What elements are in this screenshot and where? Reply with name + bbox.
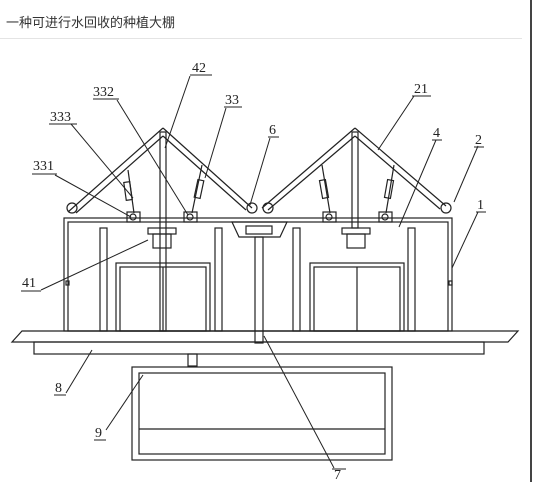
- label-33: 33: [225, 93, 239, 108]
- title-bar: 一种可进行水回收的种植大棚: [0, 0, 522, 39]
- label-21: 21: [414, 82, 428, 97]
- hinge-rings: [66, 202, 452, 214]
- label-2: 2: [475, 133, 482, 148]
- collecting-trough: [231, 221, 288, 238]
- mounting-seats: [126, 211, 393, 223]
- label-42: 42: [192, 61, 206, 76]
- label-4: 4: [433, 126, 440, 141]
- roof-right: [261, 127, 447, 211]
- door-right: [309, 262, 405, 332]
- hydraulic-rods: [123, 164, 395, 214]
- label-41: 41: [22, 276, 36, 291]
- page-title: 一种可进行水回收的种植大棚: [6, 16, 176, 31]
- label-331: 331: [33, 159, 54, 174]
- leader-lines: [40, 75, 479, 469]
- label-7: 7: [334, 468, 341, 482]
- label-1: 1: [477, 198, 484, 213]
- water-tank: [131, 366, 393, 461]
- drain-pipe: [254, 236, 264, 344]
- label-6: 6: [269, 123, 276, 138]
- base-platform: [10, 330, 520, 367]
- label-9: 9: [95, 426, 102, 441]
- right-border: [530, 0, 532, 482]
- door-left: [115, 262, 211, 332]
- label-332: 332: [93, 85, 114, 100]
- part-labels: 42 332 33 333 6 21 4 2 331 1 41 8 9 7: [21, 61, 486, 482]
- label-8: 8: [55, 381, 62, 396]
- sprinkler-units: [147, 227, 371, 249]
- label-333: 333: [50, 110, 71, 125]
